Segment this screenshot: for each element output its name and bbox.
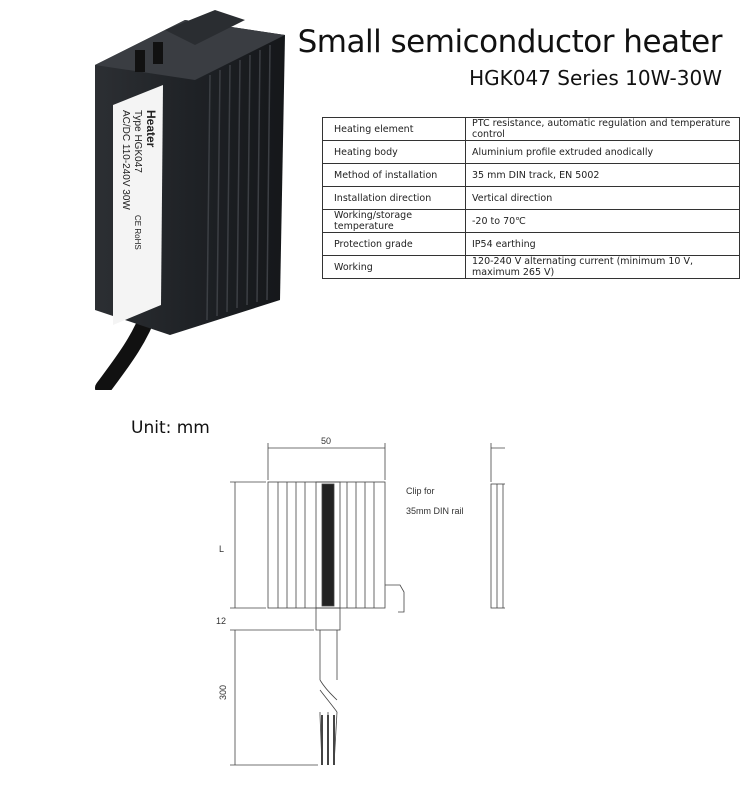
spec-key: Installation direction (322, 186, 466, 210)
front-view-fins (277, 482, 375, 608)
spec-value: Aluminium profile extruded anodically (465, 140, 740, 164)
dimension-gap: 12 (216, 616, 226, 626)
unit-label: Unit: mm (131, 418, 210, 438)
page-subtitle: HGK047 Series 10W-30W (469, 66, 722, 90)
spec-key: Protection grade (322, 232, 466, 256)
product-photo: Heater Type HGK047 AC/DC 110-240V 30W CE… (95, 10, 285, 390)
photo-label-line-2: Type HGK047 (132, 110, 143, 173)
technical-drawing: 50 25 L 12 300 Clip for 35mm DIN rail (216, 436, 505, 766)
dimension-length: L (219, 544, 224, 554)
spec-value: IP54 earthing (465, 232, 740, 256)
photo-label-line-3: AC/DC 110-240V 30W (120, 110, 131, 210)
spec-value: -20 to 70℃ (465, 209, 740, 233)
spec-value: Vertical direction (465, 186, 740, 210)
dimension-cable: 300 (218, 685, 228, 700)
photo-label: Heater Type HGK047 AC/DC 110-240V 30W CE… (120, 110, 158, 250)
spec-value: 35 mm DIN track, EN 5002 (465, 163, 740, 187)
page-title: Small semiconductor heater (297, 24, 723, 60)
spec-value: PTC resistance, automatic regulation and… (465, 117, 740, 141)
photo-label-marks: CE RoHS (133, 215, 142, 250)
spec-key: Heating body (322, 140, 466, 164)
spec-key: Working/storage temperature (322, 209, 466, 233)
spec-row: Working/storage temperature-20 to 70℃ (322, 209, 740, 233)
spec-value: 120-240 V alternating current (minimum 1… (465, 255, 740, 279)
clip-note-line-2: 35mm DIN rail (406, 506, 464, 516)
spec-key: Working (322, 255, 466, 279)
spec-key: Heating element (322, 117, 466, 141)
spec-key: Method of installation (322, 163, 466, 187)
photo-label-line-1: Heater (144, 110, 158, 148)
dimension-width: 50 (321, 436, 331, 446)
side-view-fins (496, 484, 504, 608)
clip-note-line-1: Clip for (406, 486, 435, 496)
